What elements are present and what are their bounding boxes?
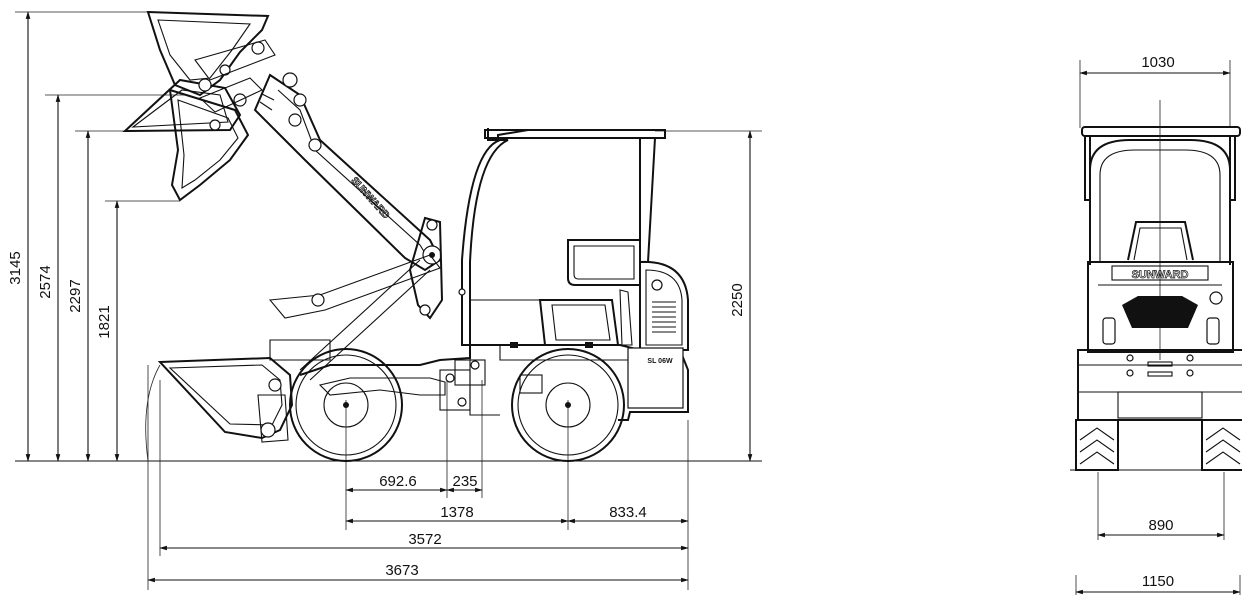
rear-wheel [511,348,625,462]
dim-2574: 2574 [37,265,54,298]
dim-3145: 3145 [7,251,24,284]
dim-1821: 1821 [96,305,113,338]
dim-692-6: 692.6 [379,473,417,490]
side-view: 3145 2574 2297 1821 2250 692.6 235 1378 … [7,10,762,590]
front-wheel [289,348,403,462]
lowered-bucket [157,356,294,443]
boom-arm: SUNWARD [253,72,442,272]
dim-2250: 2250 [729,283,746,316]
front-view: 1030 SUNWARD [1070,54,1242,595]
bucket-sweep-arc [145,364,161,462]
height-dimension-lines [25,11,753,462]
dim-3673: 3673 [385,562,418,579]
front-lower-frame [1070,349,1242,471]
engine-hood: SL 06W [627,260,689,409]
height-extension-lines [15,11,762,202]
cab-badge: SL 06W [647,358,673,365]
front-body: SUNWARD [1087,261,1234,353]
dim-3572: 3572 [408,531,441,548]
dim-235: 235 [452,473,477,490]
dim-833-4: 833.4 [609,504,647,521]
length-extension-lines [147,365,689,590]
raised-bucket [122,10,276,202]
dim-1378: 1378 [440,504,473,521]
dim-1030: 1030 [1141,54,1174,71]
length-dimension-lines [147,487,689,583]
dim-1150: 1150 [1142,573,1174,590]
front-brand: SUNWARD [1132,269,1189,281]
lift-linkage [268,216,444,381]
dim-890: 890 [1148,517,1173,534]
front-canopy [1081,100,1241,360]
cab-canopy [458,128,666,346]
dim-2297: 2297 [67,279,84,312]
